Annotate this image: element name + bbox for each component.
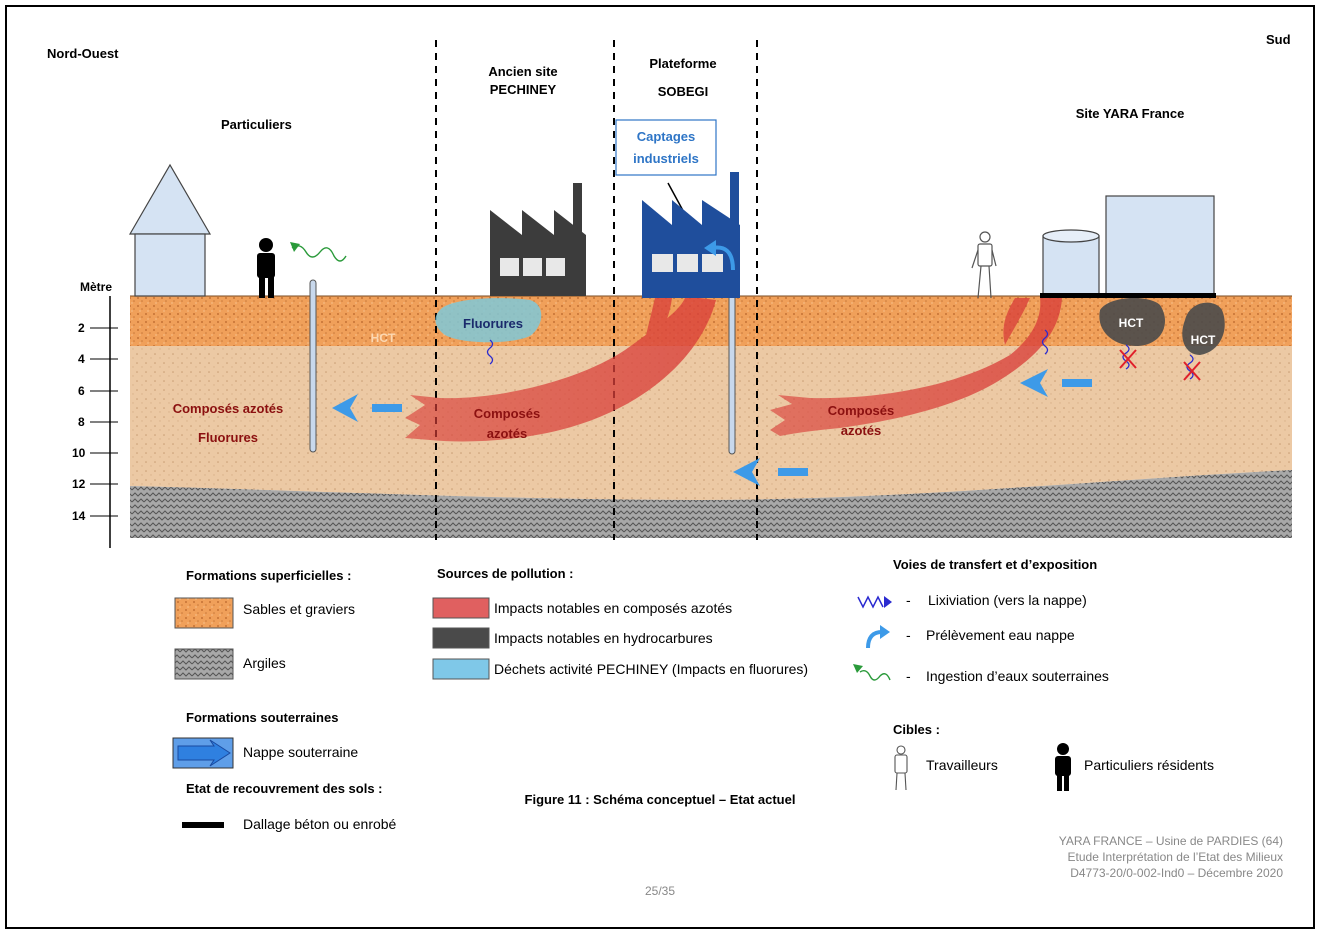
groundwater-arrows <box>332 369 1092 486</box>
hct-blob-a <box>1099 298 1165 346</box>
legend-recouvrement-title: Etat de recouvrement des sols : <box>186 781 383 796</box>
depth-tick: 14 <box>72 509 86 523</box>
legend-workers: Travailleurs <box>926 757 998 773</box>
zone-pechiney-line1: Ancien site <box>488 64 557 79</box>
hct-faded-label: HCT <box>371 331 396 345</box>
legend-sands: Sables et graviers <box>243 601 355 617</box>
footer-line2: Etude Interprétation de l’Etat des Milie… <box>1068 850 1283 864</box>
legend-swatch-waste <box>432 658 490 680</box>
footer-line3: D4773-20/0-002-Ind0 – Décembre 2020 <box>1070 866 1283 880</box>
legend-dash-1: - <box>906 592 911 608</box>
orientation-left: Nord-Ouest <box>47 46 119 61</box>
legend-lixiviation-icon <box>857 595 884 609</box>
zone-sobegi-line2: SOBEGI <box>658 84 709 99</box>
legend-lixiviation: Lixiviation (vers la nappe) <box>928 592 1087 608</box>
hct-label-b: HCT <box>1191 333 1216 347</box>
ingestion-wave-head <box>290 242 300 252</box>
figure-caption: Figure 11 : Schéma conceptuel – Etat act… <box>525 792 796 807</box>
legend-pavement: Dallage béton ou enrobé <box>243 816 397 832</box>
fluorures-label: Fluorures <box>463 316 523 331</box>
layer-clay <box>130 470 1292 538</box>
legend-extraction-head <box>880 625 890 639</box>
legend-ingestion: Ingestion d’eaux souterraines <box>926 668 1109 684</box>
depth-axis-title: Mètre <box>80 280 112 294</box>
legend-dash-3: - <box>906 668 911 684</box>
plume-right-line1: Composés <box>828 403 894 418</box>
legend-ingestion-head <box>853 664 863 673</box>
blocked-marks <box>1119 349 1201 381</box>
zone-yara: Site YARA France <box>1076 106 1185 121</box>
well-industrial <box>728 279 736 455</box>
legend-dash-2: - <box>906 627 911 643</box>
legend-hydrocarbon: Impacts notables en hydrocarbures <box>494 630 713 646</box>
captages-line1: Captages <box>637 129 696 144</box>
depth-tick: 6 <box>78 384 85 398</box>
plume-mid-line2: azotés <box>487 426 527 441</box>
well-residential <box>309 279 317 453</box>
hct-blob-b <box>1182 302 1225 355</box>
legend-swatch-pavement <box>182 822 224 828</box>
legend-worker-icon <box>894 745 908 791</box>
page-number: 25/35 <box>645 884 675 898</box>
hct-label-a: HCT <box>1119 316 1144 330</box>
yara-tank <box>1042 229 1100 295</box>
captages-box <box>615 119 717 176</box>
legend-swatch-nitrogen <box>432 597 490 619</box>
captages-line2: industriels <box>633 151 699 166</box>
legend-resident-icon <box>1055 743 1071 791</box>
fluorures-deposit <box>435 298 542 343</box>
plume-nitrogen-sobegi <box>405 298 716 442</box>
legend-extraction: Prélèvement eau nappe <box>926 627 1075 643</box>
resident-figure <box>257 238 275 298</box>
yara-building <box>1105 195 1215 295</box>
legend-groundwater-arrow <box>177 739 231 767</box>
extraction-arrow-head <box>704 240 716 256</box>
zone-particuliers: Particuliers <box>221 117 292 132</box>
depth-tick: 12 <box>72 477 86 491</box>
depth-tick: 8 <box>78 415 85 429</box>
legend-waste: Déchets activité PECHINEY (Impacts en fl… <box>494 661 808 677</box>
legend-cibles-title: Cibles : <box>893 722 940 737</box>
zone-pechiney-line2: PECHINEY <box>490 82 557 97</box>
zone-boundaries <box>435 40 758 540</box>
legend-voies-title: Voies de transfert et d’exposition <box>893 557 1097 572</box>
ingestion-wave <box>291 245 347 262</box>
pechiney-factory <box>490 183 586 296</box>
lixiviation-marks <box>486 329 1194 380</box>
legend-nitrogen: Impacts notables en composés azotés <box>494 600 732 616</box>
sobegi-factory <box>642 172 740 298</box>
plume-right-line2: azotés <box>841 423 881 438</box>
depth-tick: 2 <box>78 321 85 335</box>
orientation-right: Sud <box>1266 32 1291 47</box>
plume-left-line1: Composés azotés <box>173 401 284 416</box>
legend-sources-title: Sources de pollution : <box>437 566 574 581</box>
worker-figure <box>971 231 997 299</box>
legend-clay: Argiles <box>243 655 286 671</box>
legend-groundwater: Nappe souterraine <box>243 744 358 760</box>
footer-line1: YARA FRANCE – Usine de PARDIES (64) <box>1059 834 1283 848</box>
legend-swatch-clay <box>174 648 234 680</box>
legend-swatch-hydrocarbon <box>432 627 490 649</box>
legend-lixiviation-head <box>884 596 892 608</box>
legend-residents: Particuliers résidents <box>1084 757 1214 773</box>
zone-sobegi-line1: Plateforme <box>649 56 716 71</box>
house-body <box>134 233 206 297</box>
depth-ticks: 2 4 6 8 10 12 14 <box>72 321 118 523</box>
house-roof <box>128 163 212 235</box>
depth-tick: 10 <box>72 446 86 460</box>
legend-extraction-icon <box>866 630 883 649</box>
legend-formations-title: Formations superficielles : <box>186 568 351 583</box>
plume-mid-line1: Composés <box>474 406 540 421</box>
yara-pavement <box>1040 293 1216 298</box>
plume-nitrogen-yara <box>770 298 1062 436</box>
legend-swatch-sands <box>174 597 234 629</box>
legend-ingestion-icon <box>859 669 891 681</box>
depth-tick: 4 <box>78 352 85 366</box>
layer-lower-sands <box>130 346 1292 500</box>
plume-left-line2: Fluorures <box>198 430 258 445</box>
legend-souterraines-title: Formations souterraines <box>186 710 338 725</box>
